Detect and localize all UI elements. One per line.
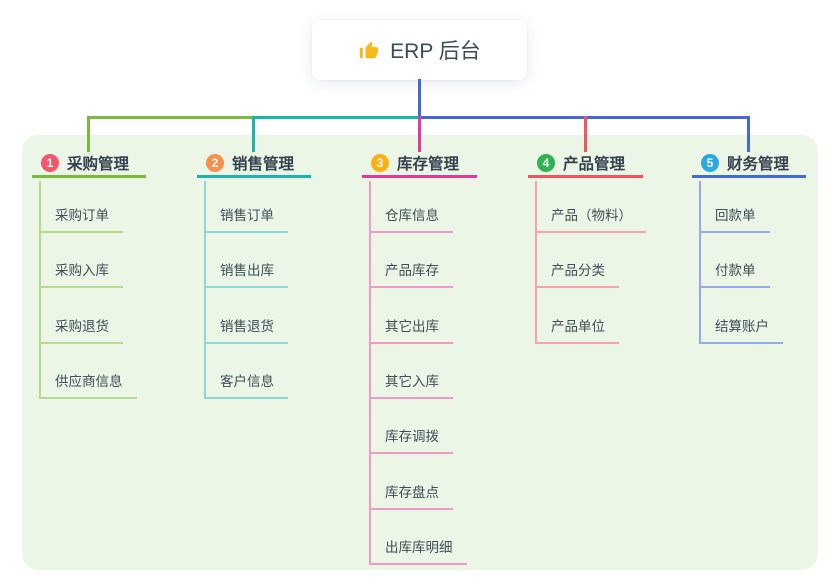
connector-horizontal-teal [252, 116, 419, 119]
branch-node-purchase[interactable]: 1 采购管理 [32, 150, 146, 178]
branch-purchase: 1 采购管理 采购订单 采购入库 采购退货 供应商信息 [32, 0, 202, 588]
branch-label: 库存管理 [397, 155, 460, 173]
connector-drop-branch3 [418, 116, 421, 152]
child-node[interactable]: 其它入库 [369, 370, 453, 399]
branch-node-sales[interactable]: 2 销售管理 [197, 150, 311, 178]
branch-label: 销售管理 [232, 155, 295, 173]
child-node[interactable]: 仓库信息 [369, 204, 453, 233]
branch-number-badge: 1 [41, 153, 59, 172]
branch-tree-line [369, 181, 371, 563]
connector-drop-branch4 [584, 116, 587, 152]
child-node[interactable]: 采购订单 [39, 204, 123, 233]
child-node[interactable]: 回款单 [699, 204, 770, 233]
child-node[interactable]: 产品分类 [535, 259, 619, 288]
child-node[interactable]: 库存盘点 [369, 481, 453, 510]
child-node[interactable]: 产品（物料） [535, 204, 646, 233]
branch-number-badge: 2 [206, 153, 224, 172]
branch-tree-line [699, 181, 701, 344]
child-node[interactable]: 付款单 [699, 259, 770, 288]
child-node[interactable]: 产品单位 [535, 315, 619, 344]
branch-sales: 2 销售管理 销售订单 销售出库 销售退货 客户信息 [197, 0, 367, 588]
connector-root-drop [418, 79, 421, 116]
root-node[interactable]: ERP 后台 [312, 20, 527, 80]
branch-label: 产品管理 [563, 155, 626, 173]
branches-panel [22, 135, 818, 570]
branch-tree-line [535, 181, 537, 344]
branch-label: 采购管理 [67, 155, 130, 173]
connector-drop-branch1 [87, 116, 90, 152]
branch-product: 4 产品管理 产品（物料） 产品分类 产品单位 [528, 0, 698, 588]
branch-inventory: 3 库存管理 仓库信息 产品库存 其它出库 其它入库 库存调拨 库存盘点 出库库… [362, 0, 532, 588]
child-node[interactable]: 客户信息 [204, 370, 288, 399]
child-node[interactable]: 出库库明细 [369, 536, 467, 565]
child-node[interactable]: 产品库存 [369, 259, 453, 288]
child-node[interactable]: 销售退货 [204, 315, 288, 344]
branch-node-finance[interactable]: 5 财务管理 [692, 150, 806, 178]
branch-tree-line [39, 181, 41, 399]
child-node[interactable]: 采购入库 [39, 259, 123, 288]
child-node[interactable]: 库存调拨 [369, 425, 453, 454]
branch-number-badge: 4 [537, 153, 555, 172]
child-node[interactable]: 其它出库 [369, 315, 453, 344]
branch-number-badge: 5 [701, 153, 719, 172]
branch-node-product[interactable]: 4 产品管理 [528, 150, 643, 178]
connector-horizontal-green [87, 116, 252, 119]
child-node[interactable]: 采购退货 [39, 315, 123, 344]
branch-tree-line [204, 181, 206, 399]
branch-number-badge: 3 [371, 153, 389, 172]
branch-node-inventory[interactable]: 3 库存管理 [362, 150, 477, 178]
branch-finance: 5 财务管理 回款单 付款单 结算账户 [692, 0, 839, 588]
branch-label: 财务管理 [727, 155, 790, 173]
connector-drop-branch2 [252, 116, 255, 152]
connector-drop-branch5 [747, 116, 750, 152]
child-node[interactable]: 销售订单 [204, 204, 288, 233]
child-node[interactable]: 销售出库 [204, 259, 288, 288]
child-node[interactable]: 供应商信息 [39, 370, 137, 399]
root-node-label: ERP 后台 [390, 40, 481, 63]
child-node[interactable]: 结算账户 [699, 315, 783, 344]
thumbs-up-icon [360, 41, 379, 59]
